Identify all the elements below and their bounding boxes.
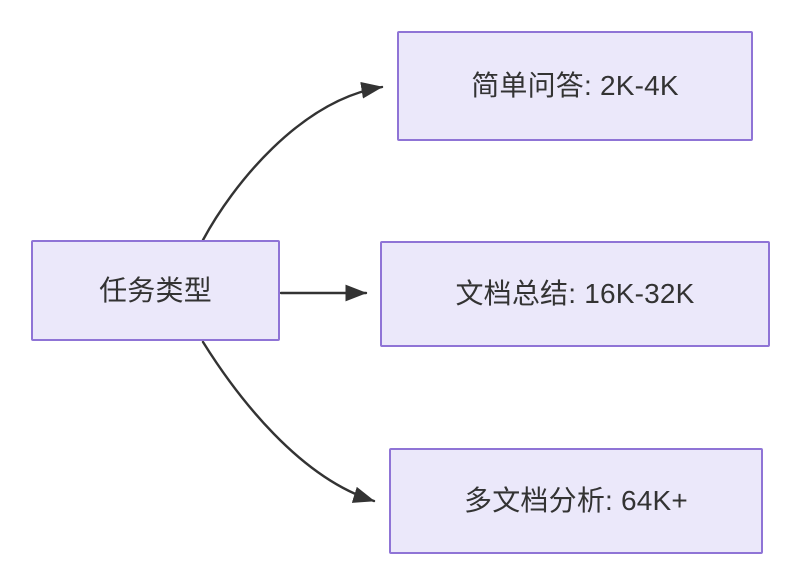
edge-root-to-multi-doc — [201, 340, 376, 503]
node-simple-qa-label: 简单问答: 2K-4K — [471, 70, 679, 102]
node-multi-doc[interactable]: 多文档分析: 64K+ — [389, 448, 763, 554]
node-simple-qa[interactable]: 简单问答: 2K-4K — [397, 31, 753, 141]
node-task-type-label: 任务类型 — [99, 274, 212, 306]
node-task-type[interactable]: 任务类型 — [31, 240, 280, 341]
edge-root-to-simple-qa — [201, 81, 384, 242]
node-doc-summary[interactable]: 文档总结: 16K-32K — [380, 241, 770, 347]
node-doc-summary-label: 文档总结: 16K-32K — [455, 278, 695, 310]
node-multi-doc-label: 多文档分析: 64K+ — [464, 485, 688, 517]
